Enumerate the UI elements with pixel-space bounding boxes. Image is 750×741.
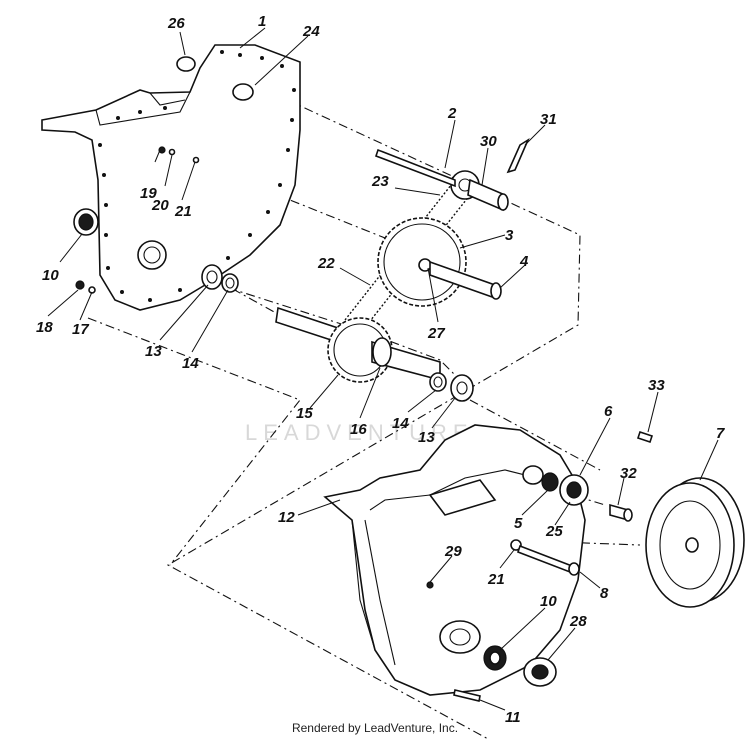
screw	[636, 430, 654, 444]
callouts: 1 2 3 4 5 6 7 8 10 10 11 12 13 13 14 14 …	[36, 13, 725, 726]
bearing-left	[201, 264, 239, 293]
callout-10-left: 10	[42, 267, 59, 284]
callout-14-right: 14	[392, 415, 409, 432]
upper-sprocket	[374, 148, 509, 212]
callout-27: 27	[427, 325, 445, 342]
callout-3: 3	[505, 227, 514, 244]
callout-7: 7	[716, 425, 725, 442]
callout-29: 29	[444, 543, 462, 560]
callout-8: 8	[600, 585, 609, 602]
callout-1: 1	[258, 13, 266, 30]
callout-19: 19	[140, 185, 157, 202]
callout-31: 31	[540, 111, 557, 128]
footer-credit: Rendered by LeadVenture, Inc.	[291, 721, 459, 735]
callout-25: 25	[545, 523, 563, 540]
seal-left	[73, 208, 99, 236]
cap	[176, 56, 196, 72]
callout-20: 20	[151, 197, 169, 214]
callout-13-right: 13	[418, 429, 435, 446]
callout-18: 18	[36, 319, 53, 336]
callout-33: 33	[648, 377, 665, 394]
callout-21-right: 21	[487, 571, 505, 588]
large-sprocket	[377, 217, 467, 307]
callout-32: 32	[620, 465, 637, 482]
callout-10-right: 10	[540, 593, 557, 610]
key	[506, 137, 530, 174]
callout-4: 4	[519, 253, 529, 270]
lower-sprocket	[275, 306, 441, 383]
spacer	[429, 260, 502, 300]
callout-2: 2	[447, 105, 457, 122]
callout-24: 24	[302, 23, 320, 40]
watermark: LEADVENTURE	[245, 420, 474, 445]
chain-case-right-half	[323, 424, 586, 696]
bolt	[510, 539, 580, 576]
pulley	[645, 477, 745, 608]
small-fasteners	[75, 146, 200, 294]
callout-13-left: 13	[145, 343, 162, 360]
callout-15: 15	[296, 405, 313, 422]
screw-bottom	[453, 689, 481, 702]
callout-11: 11	[505, 709, 521, 726]
callout-22: 22	[317, 255, 335, 272]
callout-14-left: 14	[182, 355, 199, 372]
hub-assembly	[541, 472, 589, 506]
callout-5: 5	[514, 515, 523, 532]
callout-28: 28	[569, 613, 587, 630]
pulley-spacer	[609, 503, 633, 522]
leader-lines	[47, 27, 719, 711]
callout-6: 6	[604, 403, 613, 420]
chain-case-left-half	[41, 44, 301, 311]
bearing-right	[429, 372, 474, 402]
callout-30: 30	[480, 133, 497, 150]
callout-26: 26	[167, 15, 185, 32]
callout-17: 17	[72, 321, 89, 338]
callout-23: 23	[371, 173, 389, 190]
callout-16: 16	[350, 421, 367, 438]
callout-21-left: 21	[174, 203, 192, 220]
seal-right	[483, 645, 557, 687]
screw-small	[426, 581, 434, 589]
callout-12: 12	[278, 509, 295, 526]
